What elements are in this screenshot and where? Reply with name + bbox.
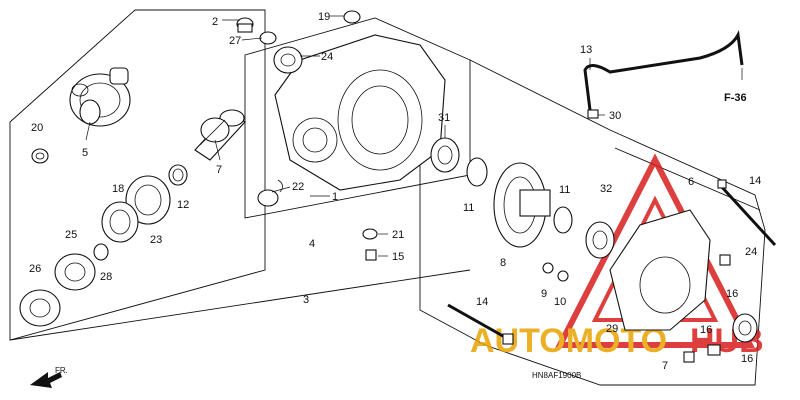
- leader-lines: [85, 15, 743, 257]
- callout-2: 2: [212, 16, 218, 28]
- small-washer-part: [557, 270, 569, 282]
- callout-7-left: 7: [216, 164, 222, 176]
- housing-bearing-part: [430, 137, 460, 173]
- assembly-3-line: [9, 269, 471, 341]
- front-arrow-icon: FR.: [30, 366, 68, 388]
- callout-13: 13: [580, 44, 592, 56]
- shim-left-part: [466, 157, 488, 187]
- shim-right-part: [553, 206, 573, 234]
- cover-box-top: [614, 147, 761, 211]
- outer-assembly-box: [9, 9, 266, 341]
- bearing-part: [125, 175, 171, 225]
- pinion-shaft-part: [194, 109, 246, 161]
- callout-16-upper: 16: [726, 288, 738, 300]
- callout-23: 23: [150, 234, 162, 246]
- callout-4: 4: [309, 238, 315, 250]
- breather-cap-part: [236, 17, 254, 33]
- callout-11-right: 11: [559, 184, 570, 196]
- o-ring-part: [93, 243, 109, 261]
- pin-part: [542, 262, 554, 274]
- callout-11-left: 11: [463, 202, 474, 214]
- stud-bolt-upper-part: [717, 179, 777, 247]
- housing-seal-part: [273, 46, 303, 74]
- callout-16-mid: 16: [700, 324, 712, 336]
- callout-26: 26: [29, 263, 41, 275]
- callout-31: 31: [438, 112, 450, 124]
- callout-22: 22: [292, 181, 304, 193]
- drain-bolt-part: [365, 249, 377, 261]
- callout-21: 21: [392, 229, 404, 241]
- callout-6: 6: [688, 176, 694, 188]
- stud-bolt-lower-part: [447, 303, 514, 345]
- housing-assembly-box: [244, 17, 471, 219]
- flange-bolt-part: [683, 254, 731, 363]
- callout-8: 8: [500, 257, 506, 269]
- callout-12: 12: [177, 199, 189, 211]
- tube-clip-part: [587, 109, 599, 119]
- callout-20: 20: [31, 122, 43, 134]
- callout-32: 32: [600, 183, 612, 195]
- callout-18: 18: [112, 183, 124, 195]
- callout-15: 15: [392, 251, 404, 263]
- washer-part: [259, 31, 277, 45]
- callout-10: 10: [554, 296, 566, 308]
- ring-gear-part: [493, 162, 551, 248]
- cover-bearing-part: [585, 221, 615, 259]
- oil-seal-part: [19, 289, 61, 327]
- callout-19: 19: [318, 11, 330, 23]
- nut-part: [343, 10, 361, 24]
- cover-seal-part: [732, 313, 758, 343]
- seal-holder-part: [54, 253, 96, 291]
- spacer-ring-part: [168, 164, 188, 186]
- plug-part: [257, 179, 283, 207]
- callout-30: 30: [609, 110, 621, 122]
- diagram-code: HN8AF1900B: [532, 371, 581, 380]
- callout-16-lower: 16: [741, 353, 753, 365]
- front-label: FR.: [55, 366, 68, 375]
- callout-24-right: 24: [745, 246, 757, 258]
- callout-7-right: 7: [662, 360, 668, 372]
- callout-29: 29: [606, 323, 618, 335]
- callout-1: 1: [332, 191, 338, 203]
- drain-washer-part: [362, 228, 378, 240]
- gear-housing-part: [274, 34, 446, 191]
- callout-27: 27: [229, 35, 241, 47]
- callout-5: 5: [82, 147, 88, 159]
- bearing-race-part: [101, 201, 139, 243]
- gear-cover-part: [609, 209, 711, 331]
- callout-28: 28: [100, 271, 112, 283]
- reference-f36: F-36: [724, 92, 747, 104]
- callout-14-left: 14: [476, 296, 488, 308]
- final-drive-box: [419, 59, 766, 386]
- callout-25: 25: [65, 229, 77, 241]
- breather-tube-part: [583, 30, 744, 111]
- callout-3: 3: [303, 294, 309, 306]
- callout-9: 9: [541, 288, 547, 300]
- callout-14-right: 14: [749, 175, 761, 187]
- cap-part: [31, 148, 49, 164]
- differential-case-part: [69, 67, 131, 127]
- callout-24-top: 24: [321, 51, 333, 63]
